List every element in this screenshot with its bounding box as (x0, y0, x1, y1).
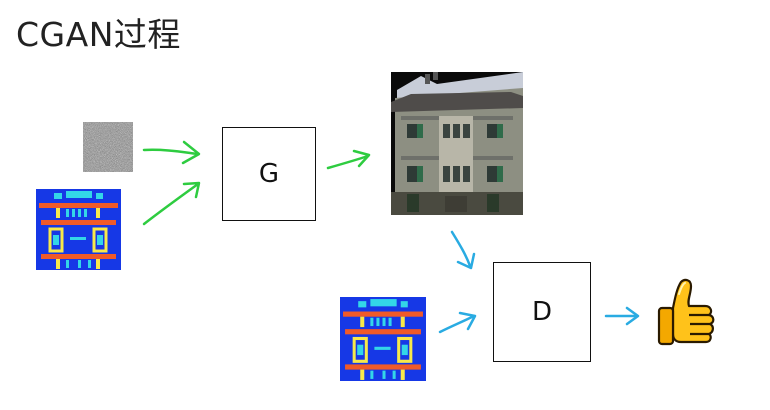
generator-box: G (222, 127, 316, 221)
arrow-noise-to-generator (142, 140, 201, 165)
noise-image-icon (83, 122, 133, 172)
page-title: CGAN过程 (16, 15, 181, 54)
arrow-condition-to-discriminator (438, 311, 477, 334)
thumbs-up-icon (657, 278, 715, 346)
arrow-output-to-discriminator (450, 230, 476, 270)
discriminator-box: D (493, 262, 591, 362)
arrow-condition-to-generator (142, 181, 201, 226)
generator-label: G (258, 159, 280, 189)
generated-building-image-icon (391, 72, 523, 215)
segmentation-map-icon (36, 189, 121, 270)
arrow-discriminator-to-result (604, 306, 640, 326)
arrow-generator-to-output (326, 149, 371, 170)
discriminator-label: D (531, 297, 553, 327)
segmentation-map-icon (340, 297, 426, 381)
